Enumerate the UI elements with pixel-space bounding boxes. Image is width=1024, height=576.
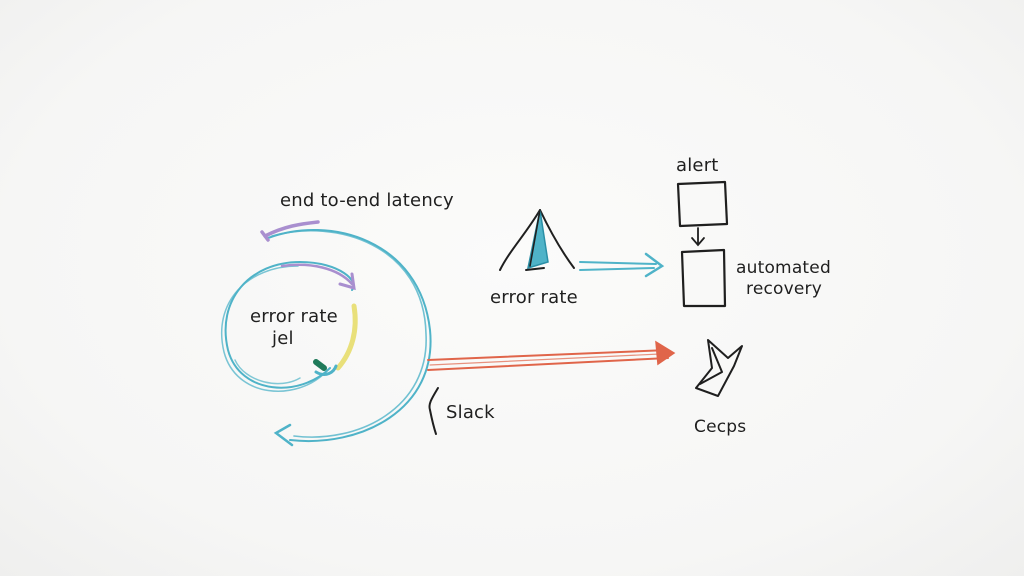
loop-error-rate-label: error rate [250, 306, 338, 327]
red-arrow-shaft [427, 349, 669, 361]
teal-arrow-shaft [579, 261, 657, 265]
teal-arrow [579, 252, 665, 278]
red-arrow-shaft-3 [429, 353, 661, 366]
red-arrow [427, 340, 676, 371]
green-tip [313, 359, 327, 371]
alert-down-arrow [691, 227, 705, 247]
gauge-base [525, 267, 545, 271]
purple-top-arrowhead [260, 230, 270, 242]
recovery-label: recovery [746, 279, 822, 299]
ceops-shape-outer [695, 339, 743, 397]
gauge-error-rate-label: error rate [490, 287, 578, 308]
purple-mid-arrow [280, 263, 354, 286]
alert-label: alert [676, 155, 719, 176]
feedback-loop [220, 220, 432, 447]
ceops-label: Cecps [694, 417, 746, 437]
outer-loop-stroke [267, 229, 432, 442]
purple-mid-arrowhead [338, 272, 356, 291]
automated-label: automated [736, 258, 831, 278]
gauge-needle-edge [529, 209, 541, 267]
outer-loop-arrowhead [273, 423, 294, 447]
red-arrow-shaft-2 [427, 357, 669, 371]
slack-label: Slack [446, 402, 495, 423]
inner-loop-stroke-2 [220, 265, 327, 392]
gauge-right-leg [539, 209, 575, 269]
inner-loop-stroke-3 [234, 359, 301, 385]
gauge-icon [499, 209, 575, 271]
outer-loop-stroke-2 [271, 229, 427, 438]
ceops-shape-inner [699, 347, 723, 385]
loop-sub-label: jel [271, 328, 294, 349]
red-arrowhead [655, 340, 676, 366]
recovery-box [680, 248, 727, 308]
inner-teal-head [314, 364, 338, 376]
purple-top-arrow [263, 220, 320, 238]
gauge-left-leg [499, 209, 541, 271]
yellow-stroke [335, 303, 358, 371]
alert-box [676, 180, 729, 228]
latency-label: end to-end latency [280, 190, 454, 211]
inner-loop-stroke [224, 260, 355, 389]
teal-arrowhead [644, 252, 665, 278]
ceops-icon [695, 339, 743, 397]
slack-bracket [428, 387, 439, 435]
teal-arrow-shaft-2 [579, 267, 655, 271]
